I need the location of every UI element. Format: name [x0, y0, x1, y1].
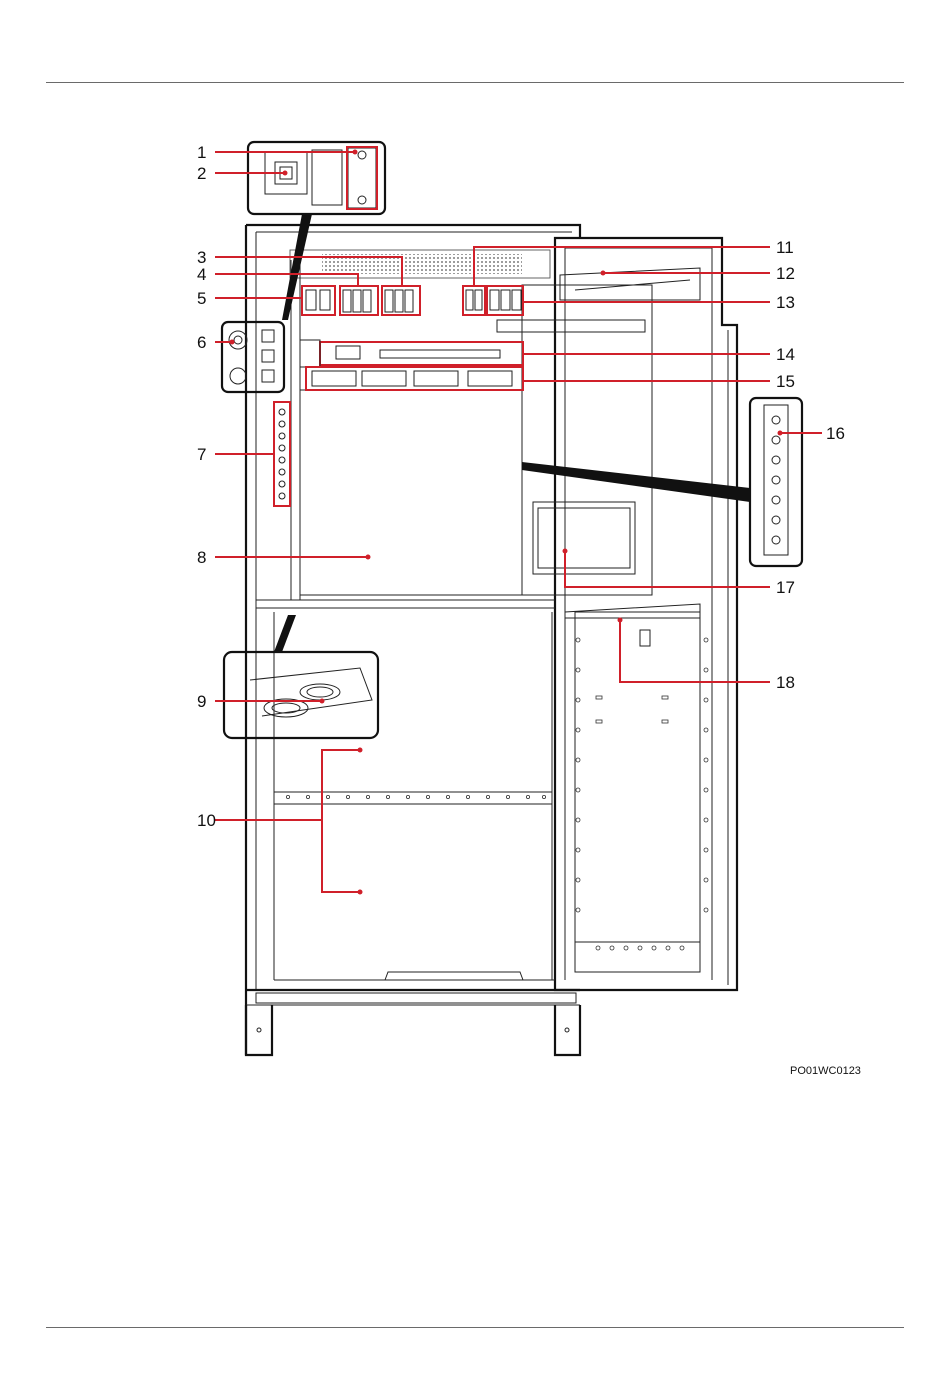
- callout-4: 4: [197, 265, 206, 284]
- callout-numbers: 1 2 3 4 5 6 7 8 9 10 11 12 13 14 15 16 1…: [197, 143, 861, 1077]
- callout-5: 5: [197, 289, 206, 308]
- callout-6: 6: [197, 333, 206, 352]
- callout-1: 1: [197, 143, 206, 162]
- callout-14: 14: [776, 345, 795, 364]
- callout-7: 7: [197, 445, 206, 464]
- component-blocks: [274, 286, 523, 506]
- callout-2: 2: [197, 164, 206, 183]
- callout-12: 12: [776, 264, 795, 283]
- callout-8: 8: [197, 548, 206, 567]
- figure-code: PO01WC0123: [790, 1065, 861, 1077]
- door-holes: [576, 638, 708, 912]
- callout-13: 13: [776, 293, 795, 312]
- callout-16: 16: [826, 424, 845, 443]
- inset-ground-bar-detail: [522, 398, 802, 566]
- callout-10: 10: [197, 811, 216, 830]
- callout-17: 17: [776, 578, 795, 597]
- callout-9: 9: [197, 692, 206, 711]
- callout-15: 15: [776, 372, 795, 391]
- inset-cable-hole-detail: [224, 615, 378, 738]
- inset-socket-detail: [222, 322, 284, 392]
- callout-18: 18: [776, 673, 795, 692]
- callout-11: 11: [776, 238, 794, 257]
